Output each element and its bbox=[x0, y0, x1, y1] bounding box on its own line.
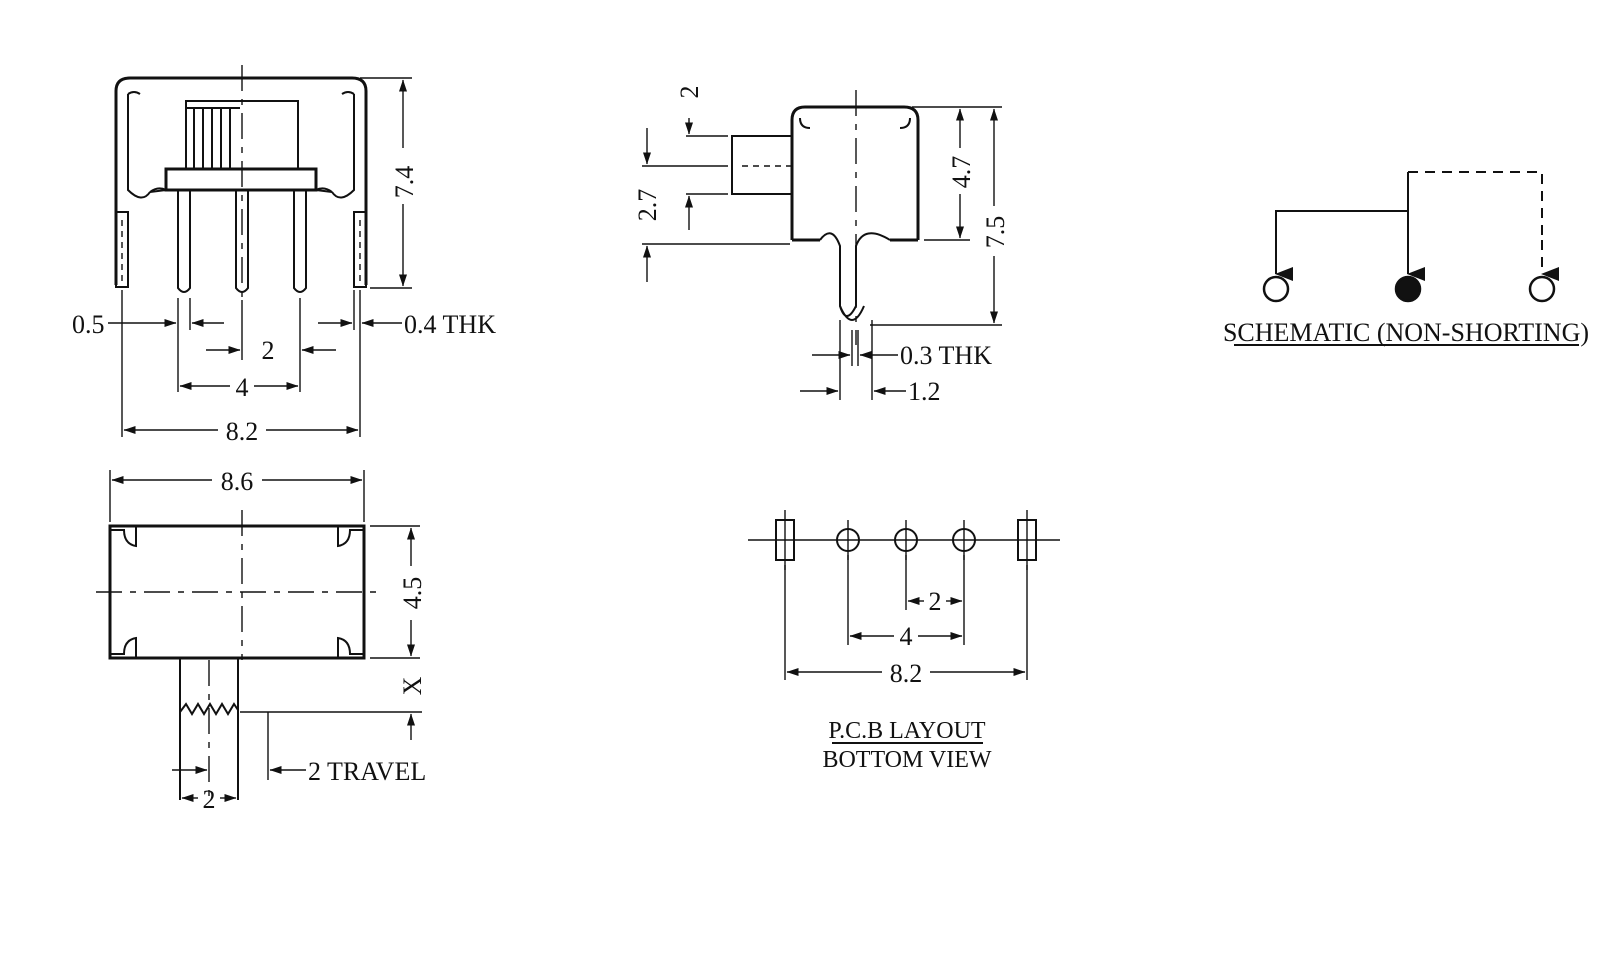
top-view: 8.6 4.5 X 2 TRAVEL 2 bbox=[96, 467, 427, 814]
side-overall-height-dim: 7.5 bbox=[981, 216, 1010, 249]
front-pin-width-dim: 0.5 bbox=[72, 310, 105, 339]
side-pin-width-dim: 1.2 bbox=[908, 377, 941, 406]
top-width-dim: 8.6 bbox=[221, 467, 254, 496]
pcb-caption-line1: P.C.B LAYOUT bbox=[828, 718, 985, 744]
front-overall-width-dim: 8.2 bbox=[226, 417, 259, 446]
schematic-caption: SCHEMATIC (NON-SHORTING) bbox=[1223, 318, 1589, 347]
top-travel-dim: 2 TRAVEL bbox=[308, 757, 426, 786]
pcb-caption-line2: BOTTOM VIEW bbox=[822, 747, 991, 773]
schematic-contact-right bbox=[1528, 275, 1556, 303]
pcb-layout: 2 4 8.2 P.C.B LAYOUT BOTTOM VIEW bbox=[748, 510, 1060, 773]
side-body-height-dim: 4.7 bbox=[947, 156, 976, 189]
top-actuator-width-dim: 2 bbox=[203, 785, 216, 814]
schematic-contact-left bbox=[1262, 275, 1290, 303]
front-thickness-dim: 0.4 THK bbox=[404, 310, 496, 339]
top-actuator-length-dim: X bbox=[398, 676, 427, 695]
schematic-contact-common bbox=[1394, 275, 1422, 303]
side-offset-dim: 2.7 bbox=[633, 189, 662, 222]
side-pin-thickness-dim: 0.3 THK bbox=[900, 341, 992, 370]
side-actuator-height-dim: 2 bbox=[675, 86, 704, 99]
side-view: 2 2.7 4.7 7.5 0.3 THK 1.2 bbox=[633, 86, 1010, 407]
top-depth-dim: 4.5 bbox=[398, 577, 427, 610]
pcb-overall-width-dim: 8.2 bbox=[890, 659, 923, 688]
front-height-dim: 7.4 bbox=[390, 166, 419, 199]
pcb-outer-pitch-dim: 4 bbox=[900, 622, 913, 651]
front-outer-pitch-dim: 4 bbox=[236, 373, 249, 402]
front-view: 7.4 0.5 0.4 THK 2 4 8.2 bbox=[72, 65, 496, 446]
front-pitch-dim: 2 bbox=[262, 336, 275, 365]
schematic: SCHEMATIC (NON-SHORTING) bbox=[1223, 171, 1589, 347]
pcb-pitch-dim: 2 bbox=[929, 587, 942, 616]
